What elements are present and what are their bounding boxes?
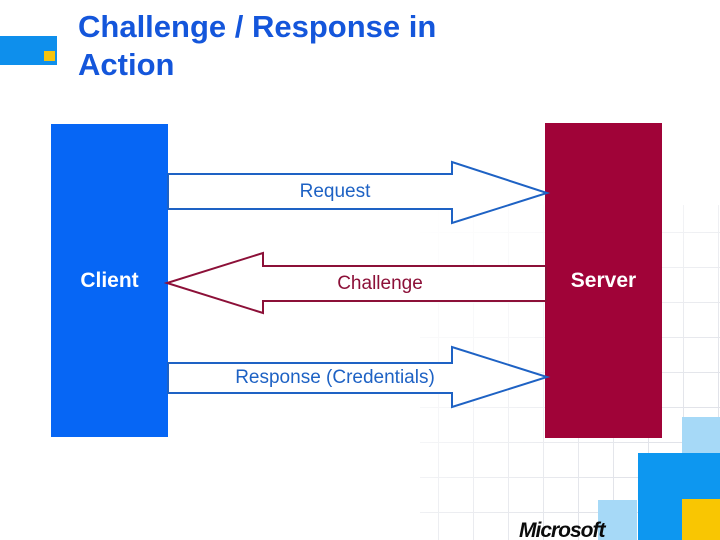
page-title-line-2: Action <box>78 47 175 82</box>
server-box: Server <box>545 123 662 438</box>
page-title-line-1: Challenge / Response in <box>78 9 437 44</box>
decor-square-lightblue-bottom <box>598 500 637 540</box>
microsoft-logo: Microsoft <box>519 519 605 540</box>
client-label: Client <box>80 268 139 292</box>
page-title: Challenge / Response in Action <box>78 8 638 84</box>
server-label: Server <box>570 268 637 292</box>
client-box: Client <box>51 124 168 437</box>
decor-square-lightblue-top <box>682 417 720 453</box>
response-arrow-label: Response (Credentials) <box>235 367 435 388</box>
request-arrow-label: Request <box>299 181 371 202</box>
decor-square-yellow <box>682 499 720 540</box>
title-accent-square <box>44 51 55 61</box>
challenge-arrow-label: Challenge <box>337 273 423 294</box>
